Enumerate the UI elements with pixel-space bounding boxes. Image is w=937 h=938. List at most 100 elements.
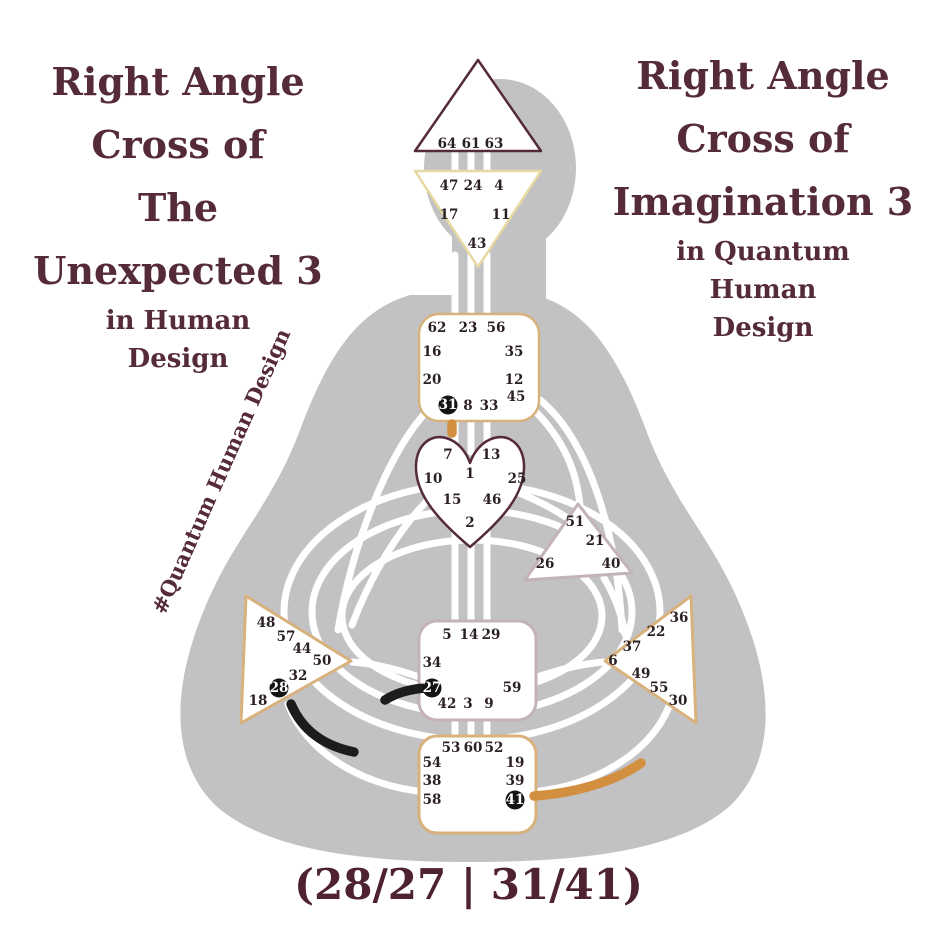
channel-solar-sacral — [530, 658, 608, 682]
gate-19: 19 — [506, 755, 525, 771]
gate-60: 60 — [464, 740, 483, 756]
gate-3: 3 — [463, 696, 472, 712]
gate-46: 46 — [483, 492, 502, 508]
gate-33: 33 — [480, 398, 499, 414]
gate-11: 11 — [492, 207, 511, 223]
gate-43: 43 — [468, 236, 487, 252]
gate-24: 24 — [464, 178, 483, 194]
right-title-line-1: Right Angle — [636, 53, 890, 98]
gate-59: 59 — [503, 680, 522, 696]
g-center-shape — [414, 435, 526, 549]
right-subtitle-line-3: Design — [712, 313, 814, 343]
gate-57: 57 — [277, 629, 296, 645]
gate-15: 15 — [443, 492, 462, 508]
centers — [239, 58, 698, 835]
sacral-center-shape — [417, 619, 538, 722]
gate-numbers: 64 61 63 47 24 4 17 11 43 62 23 56 16 35… — [249, 136, 689, 808]
gate-6: 6 — [608, 653, 617, 669]
gate-32: 32 — [289, 668, 308, 684]
gate-31: 31 — [439, 397, 458, 413]
activated-channel-gate28 — [286, 699, 359, 757]
left-title-line-1: Right Angle — [51, 59, 305, 104]
gate-9: 9 — [484, 696, 493, 712]
solar-plexus-center-shape — [603, 594, 698, 725]
gate-1: 1 — [465, 466, 474, 482]
gate-2: 2 — [465, 515, 474, 531]
right-subtitle-line-1: in Quantum — [676, 237, 850, 267]
gate-4: 4 — [494, 178, 503, 194]
gate-41-highlight — [505, 790, 525, 810]
throat-center-shape — [417, 312, 541, 423]
gate-37: 37 — [623, 639, 642, 655]
gate-28-highlight — [269, 678, 289, 698]
channel-throat-solar — [536, 396, 626, 634]
gate-18: 18 — [249, 693, 268, 709]
gate-22: 22 — [647, 624, 666, 640]
gate-40: 40 — [602, 556, 621, 572]
gate-13: 13 — [482, 447, 501, 463]
channel-root-solar — [528, 700, 674, 796]
gate-39: 39 — [506, 773, 525, 789]
gate-41: 41 — [506, 792, 525, 808]
ajna-center-shape — [413, 169, 543, 269]
left-title-line-4: Unexpected 3 — [33, 248, 323, 293]
gate-34: 34 — [423, 655, 442, 671]
channel-spleen-sacral — [348, 658, 426, 682]
ego-center-shape — [523, 502, 634, 582]
activated-channel-gate41 — [529, 758, 646, 801]
gate-21: 21 — [586, 533, 605, 549]
gate-20: 20 — [423, 372, 442, 388]
gate-53: 53 — [442, 740, 461, 756]
right-title-line-2: Cross of — [676, 116, 850, 161]
gate-highlights — [269, 395, 525, 810]
gate-38: 38 — [423, 773, 442, 789]
gate-50: 50 — [313, 653, 332, 669]
root-center-shape — [417, 734, 538, 835]
gate-64: 64 — [438, 136, 457, 152]
gate-28: 28 — [270, 680, 289, 696]
left-title-line-2: Cross of — [91, 122, 265, 167]
gate-23: 23 — [459, 320, 478, 336]
gate-30: 30 — [669, 693, 688, 709]
left-title-line-3: The — [137, 185, 219, 230]
gate-26: 26 — [536, 556, 555, 572]
gate-49: 49 — [632, 666, 651, 682]
gate-63: 63 — [485, 136, 504, 152]
gate-45: 45 — [507, 389, 526, 405]
channel-throat-spleen — [334, 406, 432, 634]
gate-42: 42 — [438, 696, 457, 712]
gate-8: 8 — [463, 398, 472, 414]
left-subtitle-line-2: Design — [127, 344, 229, 374]
gate-35: 35 — [505, 344, 524, 360]
gate-27: 27 — [423, 680, 442, 696]
gate-36: 36 — [670, 610, 689, 626]
activated-channel-gate27 — [380, 683, 431, 705]
gate-25: 25 — [508, 471, 527, 487]
gate-55: 55 — [650, 680, 669, 696]
gate-7: 7 — [443, 447, 452, 463]
cross-gates-text: (28/27 | 31/41) — [294, 860, 643, 909]
channel-g-spleen — [348, 494, 434, 629]
gate-52: 52 — [485, 740, 504, 756]
gate-12: 12 — [505, 372, 524, 388]
spleen-center-shape — [239, 594, 353, 725]
gate-27-highlight — [422, 678, 442, 698]
gate-54: 54 — [423, 755, 442, 771]
gate-44: 44 — [293, 641, 312, 657]
activated-channels — [286, 419, 646, 801]
gate-47: 47 — [440, 178, 459, 194]
gate-61: 61 — [462, 136, 481, 152]
gate-14: 14 — [460, 627, 479, 643]
left-title: Right Angle Cross of The Unexpected 3 in… — [6, 50, 350, 378]
gate-48: 48 — [257, 615, 276, 631]
gate-5: 5 — [442, 627, 451, 643]
right-title-line-3: Imagination 3 — [612, 179, 914, 224]
right-title: Right Angle Cross of Imagination 3 in Qu… — [596, 44, 930, 347]
gate-16: 16 — [423, 344, 442, 360]
gate-62: 62 — [428, 320, 447, 336]
gate-56: 56 — [487, 320, 506, 336]
left-subtitle-line-1: in Human — [105, 306, 251, 336]
right-subtitle-line-2: Human — [709, 275, 817, 305]
